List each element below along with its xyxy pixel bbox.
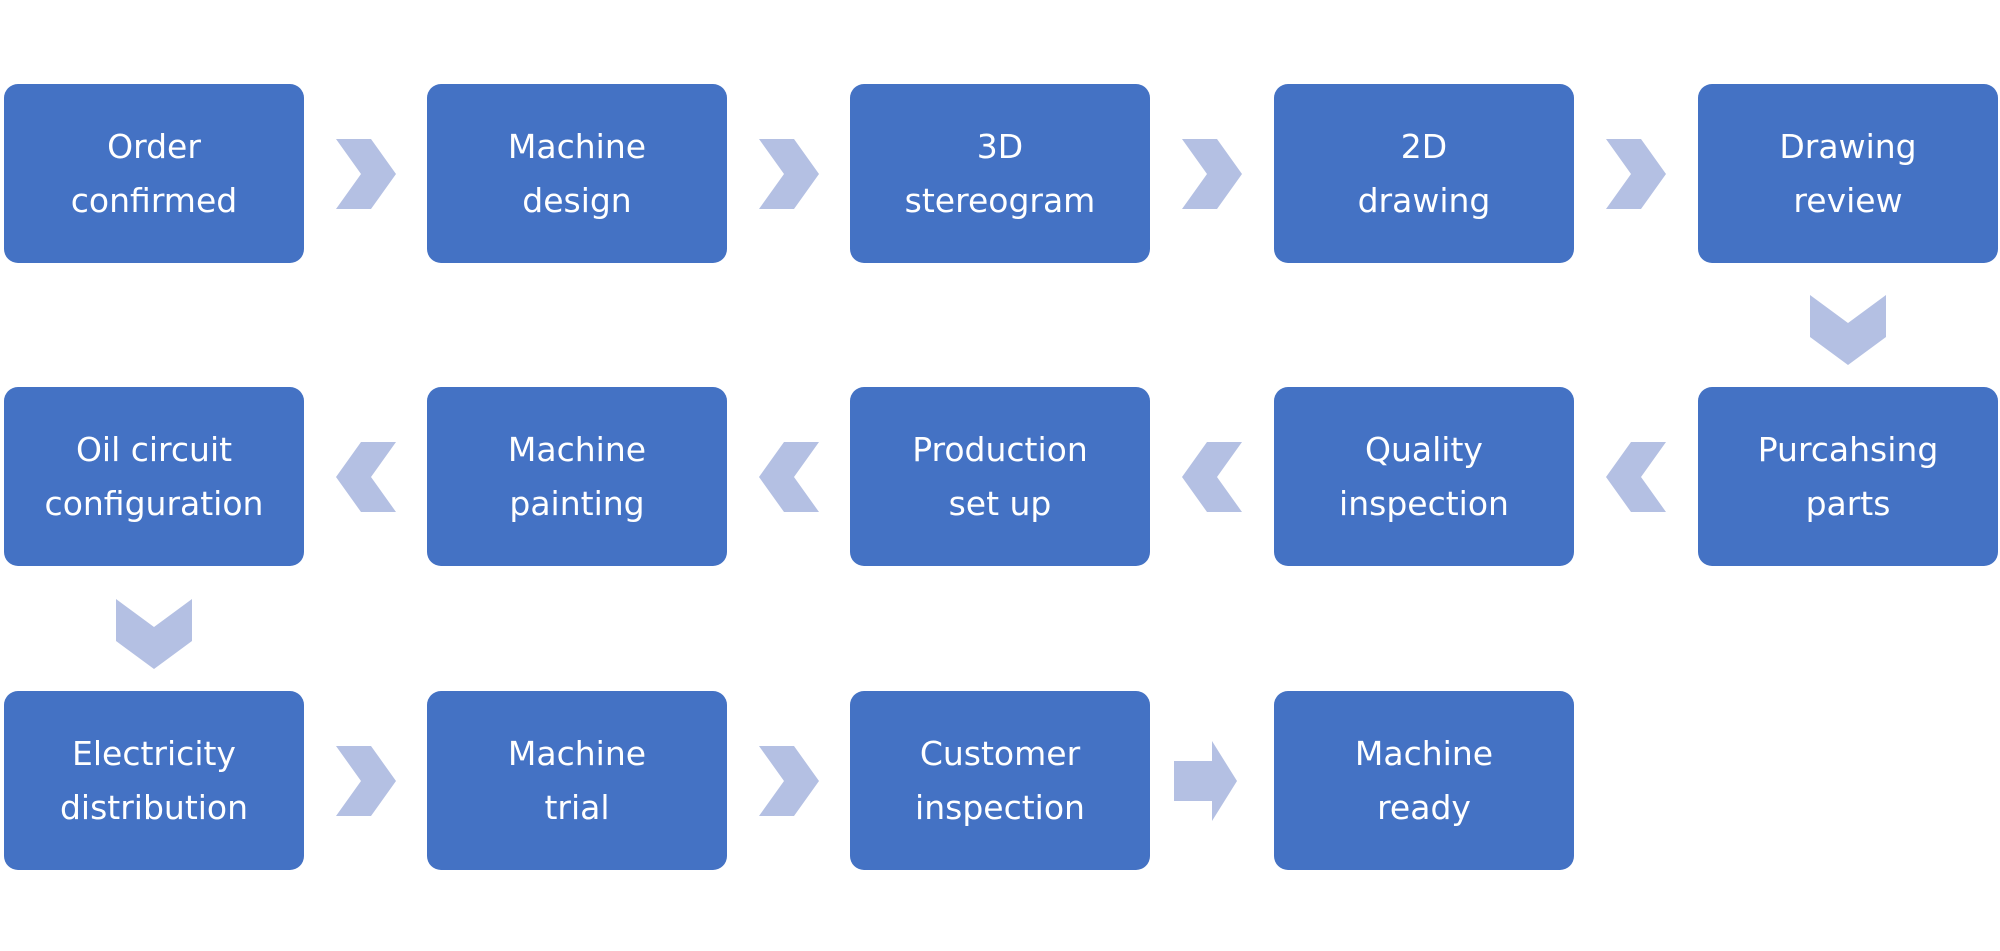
step-box: 2D drawing bbox=[1274, 84, 1574, 263]
step-label-line: review bbox=[1793, 180, 1903, 220]
step-box: 3D stereogram bbox=[850, 84, 1150, 263]
arrow-right-icon bbox=[1172, 740, 1252, 821]
step-label-line: Customer bbox=[919, 733, 1081, 773]
step-label-line: ready bbox=[1377, 787, 1471, 827]
step-label-line: Order bbox=[107, 126, 201, 166]
step-label-line: Machine bbox=[1354, 733, 1494, 773]
chevron-right-icon bbox=[326, 741, 406, 821]
step-box: Electricity distribution bbox=[4, 691, 304, 870]
step-label-line: 2D bbox=[1400, 126, 1448, 166]
step-box: Purcahsing parts bbox=[1698, 387, 1998, 566]
chevron-down-icon bbox=[114, 589, 194, 669]
chevron-left-icon bbox=[1172, 437, 1252, 517]
step-box: Oil circuit configuration bbox=[4, 387, 304, 566]
step-label-line: drawing bbox=[1357, 180, 1491, 220]
step-box: Production set up bbox=[850, 387, 1150, 566]
step-label-line: trial bbox=[544, 787, 610, 827]
step-label-line: inspection bbox=[1339, 483, 1509, 523]
step-box: Drawing review bbox=[1698, 84, 1998, 263]
step-label-line: Electricity bbox=[72, 733, 236, 773]
step-label-line: Drawing bbox=[1779, 126, 1917, 166]
chevron-down-icon bbox=[1808, 285, 1888, 365]
step-box: Machine painting bbox=[427, 387, 727, 566]
chevron-right-icon bbox=[749, 134, 829, 214]
step-label-line: Quality bbox=[1365, 429, 1483, 469]
step-label-line: Machine bbox=[507, 429, 647, 469]
step-label-line: Production bbox=[912, 429, 1088, 469]
step-box: Machine ready bbox=[1274, 691, 1574, 870]
step-box: Machine trial bbox=[427, 691, 727, 870]
step-box: Quality inspection bbox=[1274, 387, 1574, 566]
step-label-line: Machine bbox=[507, 733, 647, 773]
step-label-line: Purcahsing bbox=[1757, 429, 1939, 469]
chevron-right-icon bbox=[749, 741, 829, 821]
step-label-line: Machine bbox=[507, 126, 647, 166]
step-label-line: set up bbox=[948, 483, 1052, 523]
step-box: Order confirmed bbox=[4, 84, 304, 263]
step-label-line: distribution bbox=[59, 787, 249, 827]
step-label-line: Oil circuit bbox=[75, 429, 233, 469]
step-label-line: 3D bbox=[976, 126, 1024, 166]
step-label-line: confirmed bbox=[70, 180, 238, 220]
step-label-line: design bbox=[522, 180, 632, 220]
chevron-left-icon bbox=[1596, 437, 1676, 517]
step-label-line: parts bbox=[1805, 483, 1891, 523]
step-label-line: configuration bbox=[44, 483, 264, 523]
step-box: Machine design bbox=[427, 84, 727, 263]
step-box: Customer inspection bbox=[850, 691, 1150, 870]
chevron-left-icon bbox=[326, 437, 406, 517]
chevron-right-icon bbox=[326, 134, 406, 214]
step-label-line: painting bbox=[509, 483, 645, 523]
chevron-right-icon bbox=[1172, 134, 1252, 214]
chevron-left-icon bbox=[749, 437, 829, 517]
step-label-line: stereogram bbox=[904, 180, 1096, 220]
step-label-line: inspection bbox=[915, 787, 1085, 827]
chevron-right-icon bbox=[1596, 134, 1676, 214]
